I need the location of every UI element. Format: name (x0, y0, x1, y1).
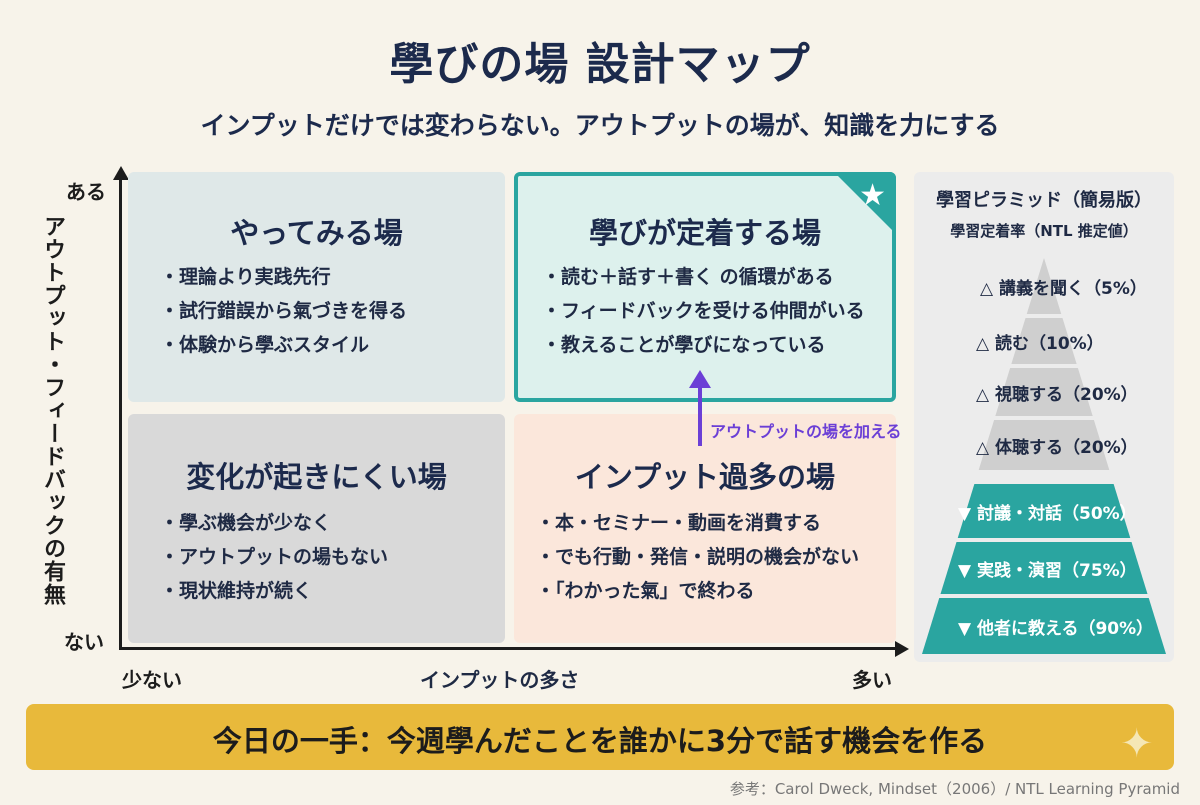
pyramid-level-label: △ 体聴する（20%） (976, 438, 1138, 458)
pyramid-level-label: ▼ 他者に教える（90%） (958, 619, 1154, 639)
quadrant-bullet-list: ・學ぶ機会が少なく ・アウトプットの場もない ・現状維持が続く (160, 506, 388, 608)
bullet-item: ・試行錯誤から氣づきを得る (160, 300, 408, 322)
x-axis-arrow-icon (895, 641, 909, 657)
y-axis-line (119, 178, 122, 650)
pyramid-band (978, 420, 1110, 470)
pyramid-band (1011, 318, 1077, 364)
bullet-item: ・「わかった氣」で終わる (536, 580, 755, 602)
bullet-item: ・読む＋話す＋書く の循環がある (542, 266, 834, 288)
pyramid-band (922, 598, 1166, 654)
pyramid-level-label: △ 講義を聞く（5%） (980, 279, 1147, 299)
x-axis-low-label: 少ない (122, 668, 182, 692)
arrow-label: アウトプットの場を加える (710, 422, 902, 441)
bullet-item: ・學ぶ機会が少なく (160, 512, 332, 534)
pyramid-graphic (922, 258, 1166, 654)
quadrant-title: 変化が起きにくい場 (186, 460, 447, 494)
quadrant-bullet-list: ・読む＋話す＋書く の循環がある ・フィードバックを受ける仲間がいる ・教えるこ… (542, 260, 865, 362)
pyramid-subtitle: 學習定着率（NTL 推定値） (950, 222, 1138, 240)
quadrant-top-right: ★ 學びが定着する場 ・読む＋話す＋書く の循環がある ・フィードバックを受ける… (514, 172, 896, 402)
bullet-item: ・教えることが學びになっている (542, 334, 826, 356)
bullet-item: ・でも行動・発信・説明の機会がない (536, 546, 860, 568)
pyramid-level-label: ▼ 討議・対話（50%） (958, 504, 1137, 524)
up-arrow-icon (689, 370, 711, 388)
y-axis-high-label: ある (66, 180, 106, 204)
pyramid-level-label: △ 読む（10%） (976, 334, 1104, 354)
x-axis-line (119, 647, 897, 650)
y-axis-arrow-icon (113, 166, 129, 180)
y-axis-low-label: ない (64, 630, 104, 654)
pyramid-title: 學習ピラミッド（簡易版） (936, 190, 1152, 211)
footnote: 参考：Carol Dweck, Mindset（2006）/ NTL Learn… (729, 780, 1180, 798)
pyramid-band (995, 368, 1093, 416)
bullet-item: ・理論より実践先行 (160, 266, 331, 288)
pyramid-band (1026, 258, 1062, 314)
action-bar (26, 704, 1174, 770)
action-bar-text: 今日の一手：今週學んだことを誰かに3分で話す機会を作る (212, 724, 988, 758)
x-axis-label: インプットの多さ (420, 668, 580, 692)
quadrant-title: 學びが定着する場 (588, 216, 821, 250)
star-icon: ★ (859, 178, 886, 213)
x-axis-high-label: 多い (852, 668, 892, 692)
page-subtitle: インプットだけでは変わらない。アウトプットの場が、知識を力にする (200, 111, 1000, 140)
pyramid-level-label: △ 視聴する（20%） (976, 385, 1138, 405)
bullet-item: ・本・セミナー・動画を消費する (536, 512, 822, 534)
quadrant-bullet-list: ・理論より実践先行 ・試行錯誤から氣づきを得る ・体験から學ぶスタイル (160, 260, 407, 362)
quadrant-bullet-list: ・本・セミナー・動画を消費する ・でも行動・発信・説明の機会がない ・「わかった… (536, 506, 859, 608)
quadrant-top-left: やってみる場 ・理論より実践先行 ・試行錯誤から氣づきを得る ・体験から學ぶスタ… (128, 172, 505, 402)
quadrant-title: インプット過多の場 (574, 460, 836, 494)
page-title: 學びの場 設計マップ (389, 39, 811, 90)
bullet-item: ・現状維持が続く (160, 580, 313, 602)
up-arrow-shaft (698, 386, 702, 446)
quadrant-title: やってみる場 (230, 216, 403, 250)
quadrant-bottom-right: インプット過多の場 ・本・セミナー・動画を消費する ・でも行動・発信・説明の機会… (514, 414, 896, 643)
pyramid-level-label: ▼ 実践・演習（75%） (958, 561, 1137, 581)
pyramid-band (940, 542, 1148, 594)
bullet-item: ・アウトプットの場もない (160, 546, 389, 568)
bullet-item: ・体験から學ぶスタイル (160, 334, 370, 356)
y-axis-label: アウトプット・フィードバックの有無 (40, 215, 65, 606)
sparkle-icon: ✦ (1120, 721, 1154, 767)
bullet-item: ・フィードバックを受ける仲間がいる (542, 300, 865, 322)
quadrant-bottom-left: 変化が起きにくい場 ・學ぶ機会が少なく ・アウトプットの場もない ・現状維持が続… (128, 414, 505, 643)
pyramid-band (957, 484, 1131, 538)
